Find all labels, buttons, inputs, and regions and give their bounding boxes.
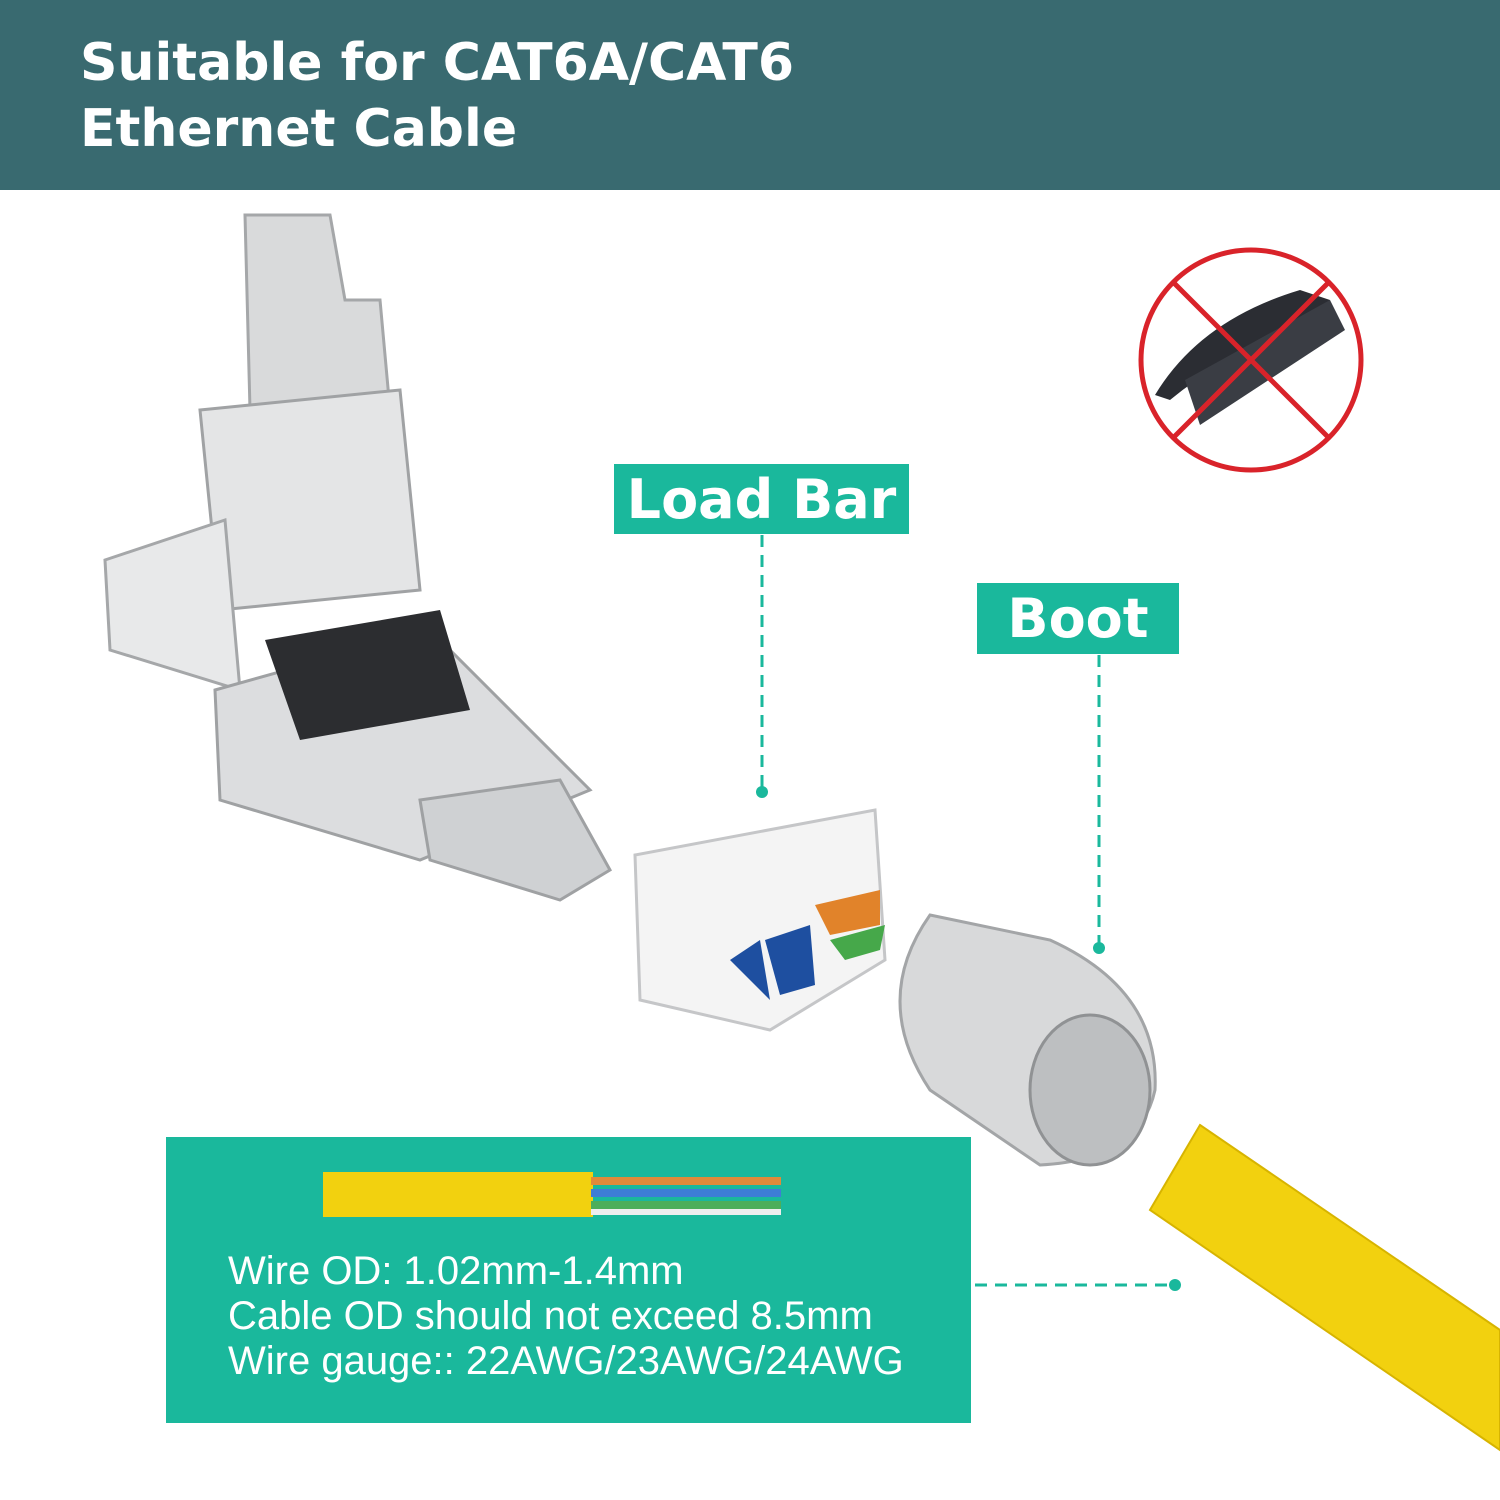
title-line-2: Ethernet Cable [80,99,518,159]
page-title: Suitable for CAT6A/CAT6 Ethernet Cable [80,30,794,162]
boot-label: Boot [977,583,1179,654]
header-banner: Suitable for CAT6A/CAT6 Ethernet Cable [0,0,1500,190]
load-bar-illustration [633,808,887,1032]
connector-illustration [103,213,613,902]
cable-illustration [1148,1123,1500,1452]
title-line-1: Suitable for CAT6A/CAT6 [80,33,795,93]
stripped-cable-icon [323,1172,781,1217]
spec-list: Wire OD: 1.02mm-1.4mm Cable OD should no… [228,1249,904,1384]
leader-lines [760,535,1175,1287]
spec-box: Wire OD: 1.02mm-1.4mm Cable OD should no… [166,1137,971,1423]
load-bar-label: Load Bar [614,464,909,534]
spec-wire-gauge: Wire gauge:: 22AWG/23AWG/24AWG [228,1339,904,1383]
spec-wire-od: Wire OD: 1.02mm-1.4mm [228,1249,684,1293]
boot-illustration [898,913,1157,1167]
spec-cable-od: Cable OD should not exceed 8.5mm [228,1294,873,1338]
crimp-tool-prohibited-icon [1138,247,1364,473]
